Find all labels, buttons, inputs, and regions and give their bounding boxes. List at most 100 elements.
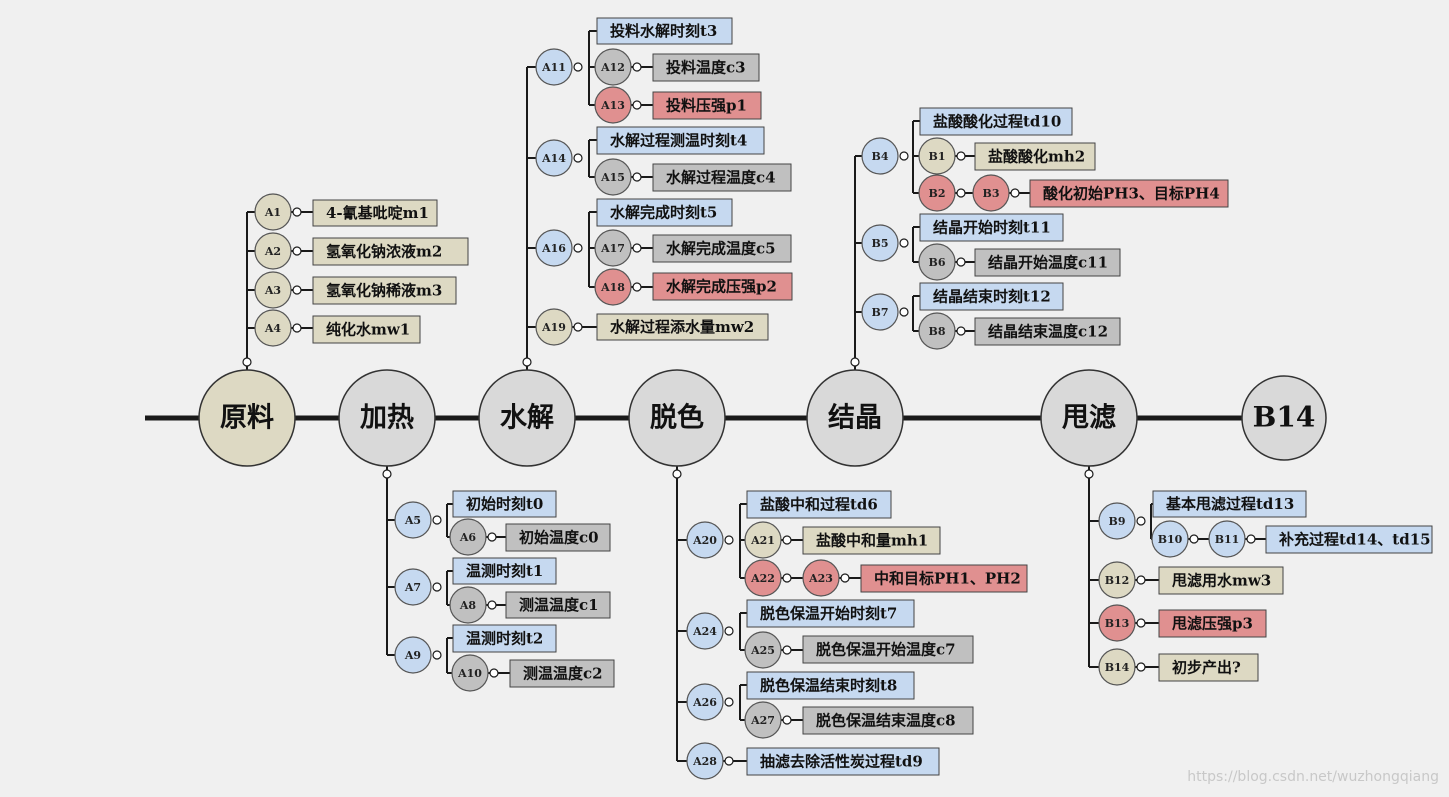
node-a12	[594, 48, 632, 86]
node-a9	[394, 636, 432, 674]
main-node-decolor	[628, 369, 726, 467]
connector-dot	[632, 172, 642, 182]
label-box-t8	[746, 671, 915, 700]
label-box-m1	[312, 199, 438, 227]
label-text: 结晶开始温度c11	[988, 254, 1108, 272]
node-b4	[861, 137, 899, 175]
node-label: A16	[541, 242, 566, 255]
node-b11	[1208, 520, 1246, 558]
label-text: 水解过程温度c4	[666, 169, 776, 187]
label-text: 脱色保温结束温度c8	[816, 712, 956, 730]
main-node-raw	[198, 369, 296, 467]
connector-dot	[1246, 534, 1256, 544]
node-a18	[594, 268, 632, 306]
connector-dot	[632, 62, 642, 72]
connector-dot	[840, 573, 850, 583]
label-box-c11	[974, 248, 1121, 277]
label-text: 中和目标PH1、PH2	[874, 570, 1021, 588]
label-text: 温测时刻t1	[466, 562, 543, 580]
label-box-td13	[1152, 490, 1307, 518]
label-text: 投料水解时刻t3	[610, 22, 717, 40]
label-text: 纯化水mw1	[326, 321, 410, 339]
node-b5	[861, 224, 899, 262]
node-a14	[535, 139, 573, 177]
node-label: A12	[600, 61, 625, 74]
label-box-c8	[802, 706, 974, 735]
node-label: A1	[264, 206, 281, 219]
node-b14	[1098, 648, 1136, 686]
connector-dot	[432, 650, 442, 660]
label-text: 水解完成温度c5	[666, 240, 776, 258]
connector-dot	[432, 582, 442, 592]
label-box-mw3	[1158, 566, 1284, 595]
connector-dot	[956, 326, 966, 336]
node-label: B8	[929, 325, 946, 338]
label-box-t12	[919, 282, 1064, 311]
connector-dot	[1136, 662, 1146, 672]
connector-dot	[632, 100, 642, 110]
node-b13	[1098, 604, 1136, 642]
connector-dot	[1084, 469, 1094, 479]
connector-dot	[1136, 575, 1146, 585]
connector-dot	[292, 207, 302, 217]
node-b8	[918, 312, 956, 350]
connector-dot	[573, 62, 583, 72]
node-a3	[254, 271, 292, 309]
node-label: B10	[1158, 533, 1183, 546]
node-label: A20	[692, 534, 717, 547]
label-box-t4	[596, 126, 765, 155]
node-label: A23	[808, 572, 833, 585]
label-box-c4	[652, 163, 792, 192]
node-a22	[744, 559, 782, 597]
node-label: A9	[404, 649, 421, 662]
connector-dot	[782, 573, 792, 583]
label-text: 盐酸中和过程td6	[760, 496, 878, 514]
label-box-p2	[652, 272, 793, 301]
main-node-label: 脱色	[650, 402, 704, 434]
label-box-td10	[919, 107, 1073, 136]
node-b10	[1151, 520, 1189, 558]
connector-dot	[489, 668, 499, 678]
label-text: 投料温度c3	[666, 59, 746, 77]
connector-dot	[573, 243, 583, 253]
node-a11	[535, 48, 573, 86]
label-box-t0	[452, 490, 557, 518]
label-text: 基本甩滤过程td13	[1165, 495, 1294, 513]
label-box-out	[1158, 653, 1259, 682]
label-text: 甩滤用水mw3	[1171, 572, 1271, 590]
connector-dot	[1136, 618, 1146, 628]
node-label: A17	[600, 242, 625, 255]
label-text: 盐酸酸化mh2	[988, 148, 1085, 166]
label-box-mh2	[974, 142, 1096, 171]
node-label: B5	[872, 237, 889, 250]
label-text: 酸化初始PH3、目标PH4	[1043, 185, 1220, 203]
node-a17	[594, 229, 632, 267]
node-a10	[451, 654, 489, 692]
connector-dot	[1010, 188, 1020, 198]
label-box-m3	[312, 276, 457, 305]
label-box-c0	[505, 523, 611, 552]
main-node-heat	[338, 369, 436, 467]
label-text: 结晶结束时刻t12	[933, 288, 1051, 306]
node-label: B11	[1215, 533, 1240, 546]
connector-dot	[782, 645, 792, 655]
connector-dot	[573, 153, 583, 163]
node-a13	[594, 86, 632, 124]
node-label: A21	[750, 534, 775, 547]
label-box-td1415	[1265, 525, 1433, 554]
node-a19	[535, 308, 573, 346]
node-a26	[686, 683, 724, 721]
node-a27	[744, 701, 782, 739]
node-label: A7	[404, 581, 421, 594]
node-b9	[1098, 502, 1136, 540]
connector-dot	[1136, 516, 1146, 526]
connector-dot	[850, 357, 860, 367]
node-label: A14	[541, 152, 566, 165]
node-a28	[686, 742, 724, 780]
label-text: 测温温度c1	[519, 596, 599, 614]
label-box-c2	[509, 659, 615, 688]
label-box-t2	[452, 624, 557, 653]
node-label: A27	[750, 714, 775, 727]
label-text: 甩滤压强p3	[1171, 615, 1253, 633]
connector-dot	[632, 282, 642, 292]
